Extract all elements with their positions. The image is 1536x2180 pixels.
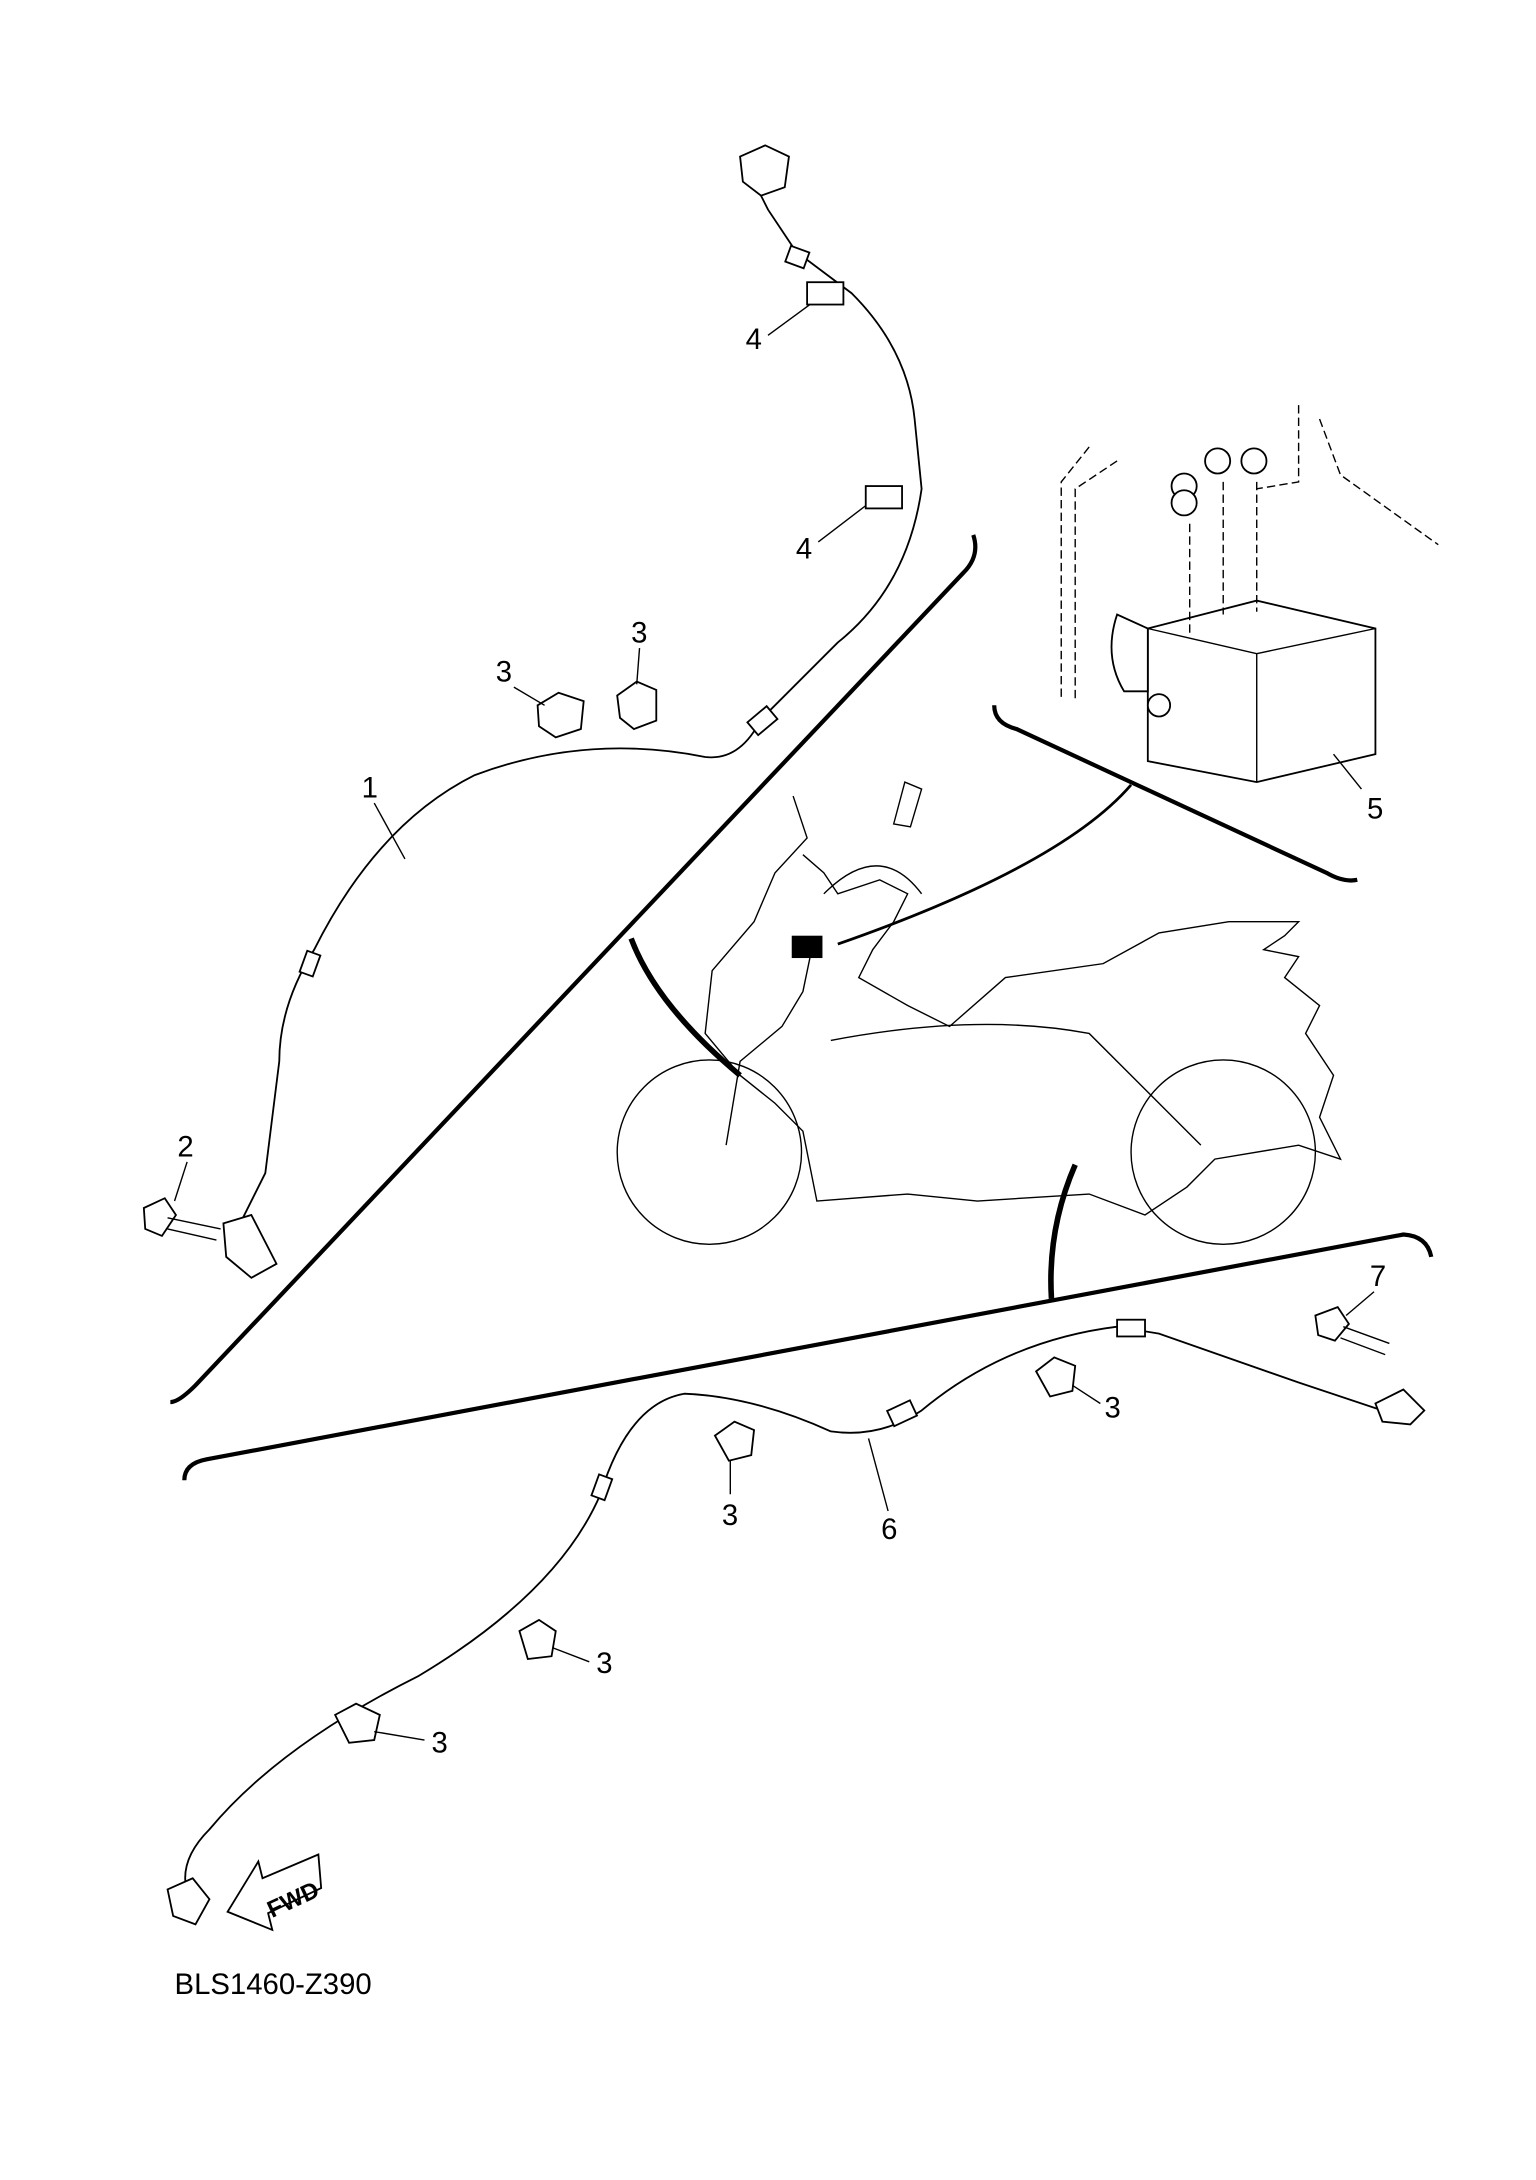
clamp-rear-3 <box>518 1618 557 1661</box>
divider-front <box>170 534 978 1405</box>
divider-abs <box>992 705 1358 883</box>
callout-3-rear-d: 3 <box>431 1727 447 1760</box>
divider-rear <box>182 1232 1434 1481</box>
callout-7: 7 <box>1370 1260 1386 1293</box>
callout-6: 6 <box>881 1513 897 1546</box>
clamp-rear-4 <box>333 1702 381 1744</box>
pointer-rear <box>1048 1163 1078 1299</box>
callout-1: 1 <box>362 771 378 804</box>
rear-wheel-sensor <box>1374 1388 1426 1426</box>
forward-arrow-icon: FWD <box>226 1853 323 1932</box>
clamp-front-2 <box>616 680 658 731</box>
bolt-front <box>142 1197 221 1241</box>
rear-connector <box>166 1877 211 1926</box>
callout-5: 5 <box>1367 792 1383 825</box>
clamp-rear-2 <box>713 1420 756 1462</box>
callout-3-front-a: 3 <box>496 656 512 689</box>
pointer-front <box>628 937 742 1078</box>
bolt-rear <box>1314 1306 1390 1356</box>
motorcycle-silhouette <box>616 781 1342 1245</box>
callout-3-rear-a: 3 <box>722 1499 738 1532</box>
clamp-rear-1 <box>1034 1356 1077 1398</box>
callout-2: 2 <box>177 1130 193 1163</box>
callout-3-front-b: 3 <box>631 616 647 649</box>
callout-4-lower: 4 <box>796 533 812 566</box>
pointer-abs <box>837 783 1133 946</box>
clamp-front-1 <box>536 691 585 739</box>
front-wheel-sensor <box>222 1213 278 1279</box>
front-sensor-wire <box>222 144 923 1279</box>
front-connector <box>739 144 790 197</box>
holder-lower <box>864 485 903 510</box>
diagram-code: BLS1460-Z390 <box>175 1968 372 2001</box>
rear-sensor-wire <box>166 1318 1426 1926</box>
leader-lines <box>173 303 1375 1741</box>
holder-upper <box>806 281 845 306</box>
callout-3-rear-b: 3 <box>1105 1391 1121 1424</box>
callout-4-upper: 4 <box>746 323 762 356</box>
abs-unit <box>1060 405 1439 784</box>
callout-3-rear-c: 3 <box>596 1647 612 1680</box>
